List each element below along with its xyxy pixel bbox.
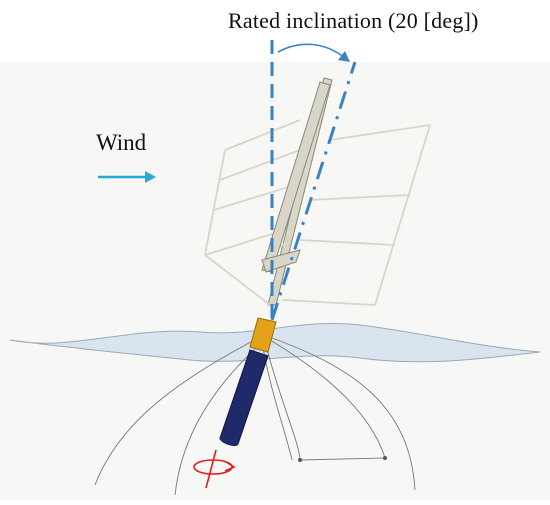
mooring-line-left: [94, 337, 259, 486]
rated-inclination-label: Rated inclination (20 [deg]): [228, 8, 479, 33]
rotation-arrowhead: [224, 461, 236, 472]
anchor-point: [298, 458, 302, 462]
strut: [204, 229, 286, 256]
turbine-frame: [204, 77, 431, 306]
inclination-arc: [277, 43, 346, 59]
mooring-line-center: [264, 341, 386, 461]
spar-buoy: [219, 317, 277, 447]
mooring-lines: [94, 337, 416, 496]
strut: [219, 149, 301, 181]
mooring-line-right: [269, 339, 386, 459]
strut: [299, 239, 396, 246]
rotation-axis: [205, 449, 217, 489]
strut: [224, 119, 301, 151]
strut: [309, 194, 411, 201]
anchor-points: [298, 456, 387, 462]
wind-arrow-head: [145, 171, 156, 183]
anchor-point: [383, 456, 387, 460]
inclined-axis: [270, 61, 357, 321]
mooring-line-lower: [174, 345, 259, 496]
blade-right: [374, 124, 431, 306]
rotation-arrow: [193, 449, 236, 489]
spar-bottom: [219, 435, 239, 447]
strut: [281, 299, 376, 306]
spar-connector: [249, 317, 277, 353]
mooring-line-far-right: [271, 337, 416, 491]
inclination-arrowhead: [338, 51, 350, 62]
strut: [329, 124, 431, 141]
wind-label: Wind: [96, 130, 147, 155]
blade-left: [204, 149, 226, 256]
strut: [204, 254, 271, 306]
strut: [213, 184, 296, 211]
wind-arrow: [98, 171, 156, 183]
